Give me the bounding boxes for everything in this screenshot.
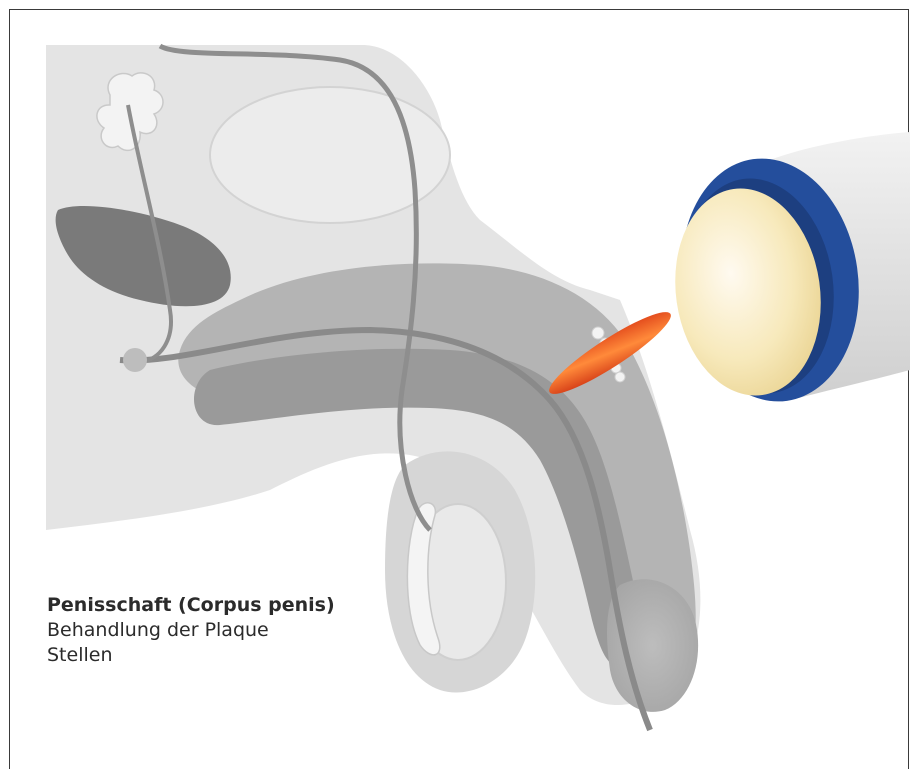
shockwave-applicator-icon	[662, 132, 910, 413]
bulbourethral-gland	[123, 348, 147, 372]
glans-shape	[607, 579, 698, 712]
caption-description: Behandlung der Plaque Stellen	[47, 618, 277, 668]
caption-title: Penisschaft (Corpus penis)	[47, 593, 335, 618]
figure-caption: Penisschaft (Corpus penis) Behandlung de…	[47, 593, 335, 668]
figure-frame: Penisschaft (Corpus penis) Behandlung de…	[9, 9, 909, 769]
